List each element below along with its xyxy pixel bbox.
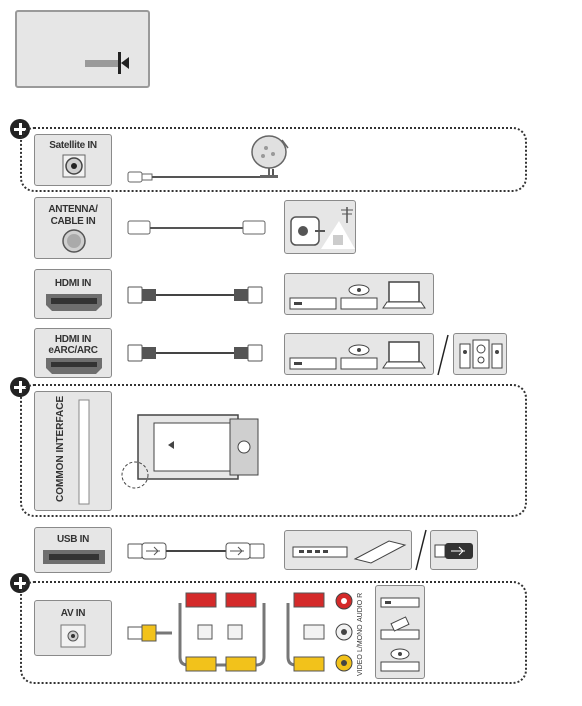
antenna-wall-outlet-icon <box>290 207 355 249</box>
ci-slot-icon <box>78 399 90 505</box>
tv-panel-icon <box>15 10 150 88</box>
or-divider-slash-2 <box>415 529 427 571</box>
common-interface-group <box>20 384 527 517</box>
input-arrow-icon <box>85 52 129 74</box>
yellow-plug-2 <box>225 656 257 672</box>
hdmi-earc-connector-icon <box>46 358 102 374</box>
av-devices-box <box>375 585 425 679</box>
antenna-source-box <box>284 200 356 254</box>
usb-connector-icon <box>43 550 105 564</box>
usb-storage-icon <box>292 540 407 564</box>
av-devices-icon <box>380 597 420 672</box>
l-mono-label: L/MONO <box>357 624 364 652</box>
usb-devices-box <box>284 530 412 570</box>
antenna-cable <box>127 220 266 235</box>
usb-cable <box>127 542 265 560</box>
video-label: VIDEO <box>357 654 364 676</box>
av-cables <box>127 592 353 672</box>
usb-stick-icon <box>434 543 473 559</box>
hdmi-devices-box <box>284 273 434 315</box>
f-connector-icon <box>62 154 86 178</box>
white-plug-3 <box>303 624 325 640</box>
coax-connector-icon <box>62 229 86 253</box>
antenna-port: ANTENNA/ CABLE IN <box>34 197 112 259</box>
satellite-label: Satellite IN <box>49 140 97 151</box>
ci-module-icon <box>121 414 259 489</box>
hdmi-earc-port: HDMI IN eARC/ARC <box>34 328 112 378</box>
common-interface-port: COMMON INTERFACE <box>34 391 112 511</box>
satellite-cable <box>127 169 274 183</box>
video-jack <box>335 654 353 672</box>
hdmi-earc-label-line1: HDMI IN <box>54 334 92 345</box>
set-top-box-icon <box>289 281 426 310</box>
audio-r-label: AUDIO R <box>357 592 364 622</box>
yellow-plug-1 <box>185 656 217 672</box>
red-plug-1 <box>185 592 217 608</box>
av-jack-icon <box>60 624 86 648</box>
or-divider-slash <box>437 334 449 376</box>
av-label: AV IN <box>60 608 86 619</box>
satellite-port: Satellite IN <box>34 134 112 186</box>
yellow-plug-left <box>127 624 157 642</box>
antenna-label-line2: CABLE IN <box>50 216 96 227</box>
speakers-icon <box>459 339 503 369</box>
av-group <box>20 581 527 684</box>
av-port: AV IN <box>34 600 112 656</box>
satellite-group <box>20 127 527 192</box>
hdmi-earc-label-line2: eARC/ARC <box>48 345 98 356</box>
white-plug-1 <box>197 624 213 640</box>
hdmi-earc-cable <box>127 344 263 362</box>
satellite-dish-icon <box>251 135 289 178</box>
l-mono-jack <box>335 623 353 641</box>
hdmi-label: HDMI IN <box>54 278 92 289</box>
red-plug-2 <box>225 592 257 608</box>
hdmi-port: HDMI IN <box>34 269 112 319</box>
audio-r-jack <box>335 592 353 610</box>
red-plug-3 <box>293 592 325 608</box>
usb-label: USB IN <box>56 534 90 545</box>
earc-devices-icon <box>289 341 426 370</box>
hdmi-earc-devices-box <box>284 333 434 375</box>
white-plug-2 <box>227 624 243 640</box>
speaker-box <box>453 333 507 375</box>
hdmi-cable <box>127 286 263 304</box>
usb-port: USB IN <box>34 527 112 573</box>
usb-stick-box <box>430 530 478 570</box>
yellow-plug-3 <box>293 656 325 672</box>
antenna-label-line1: ANTENNA/ <box>48 204 98 215</box>
hdmi-connector-icon <box>46 294 102 311</box>
